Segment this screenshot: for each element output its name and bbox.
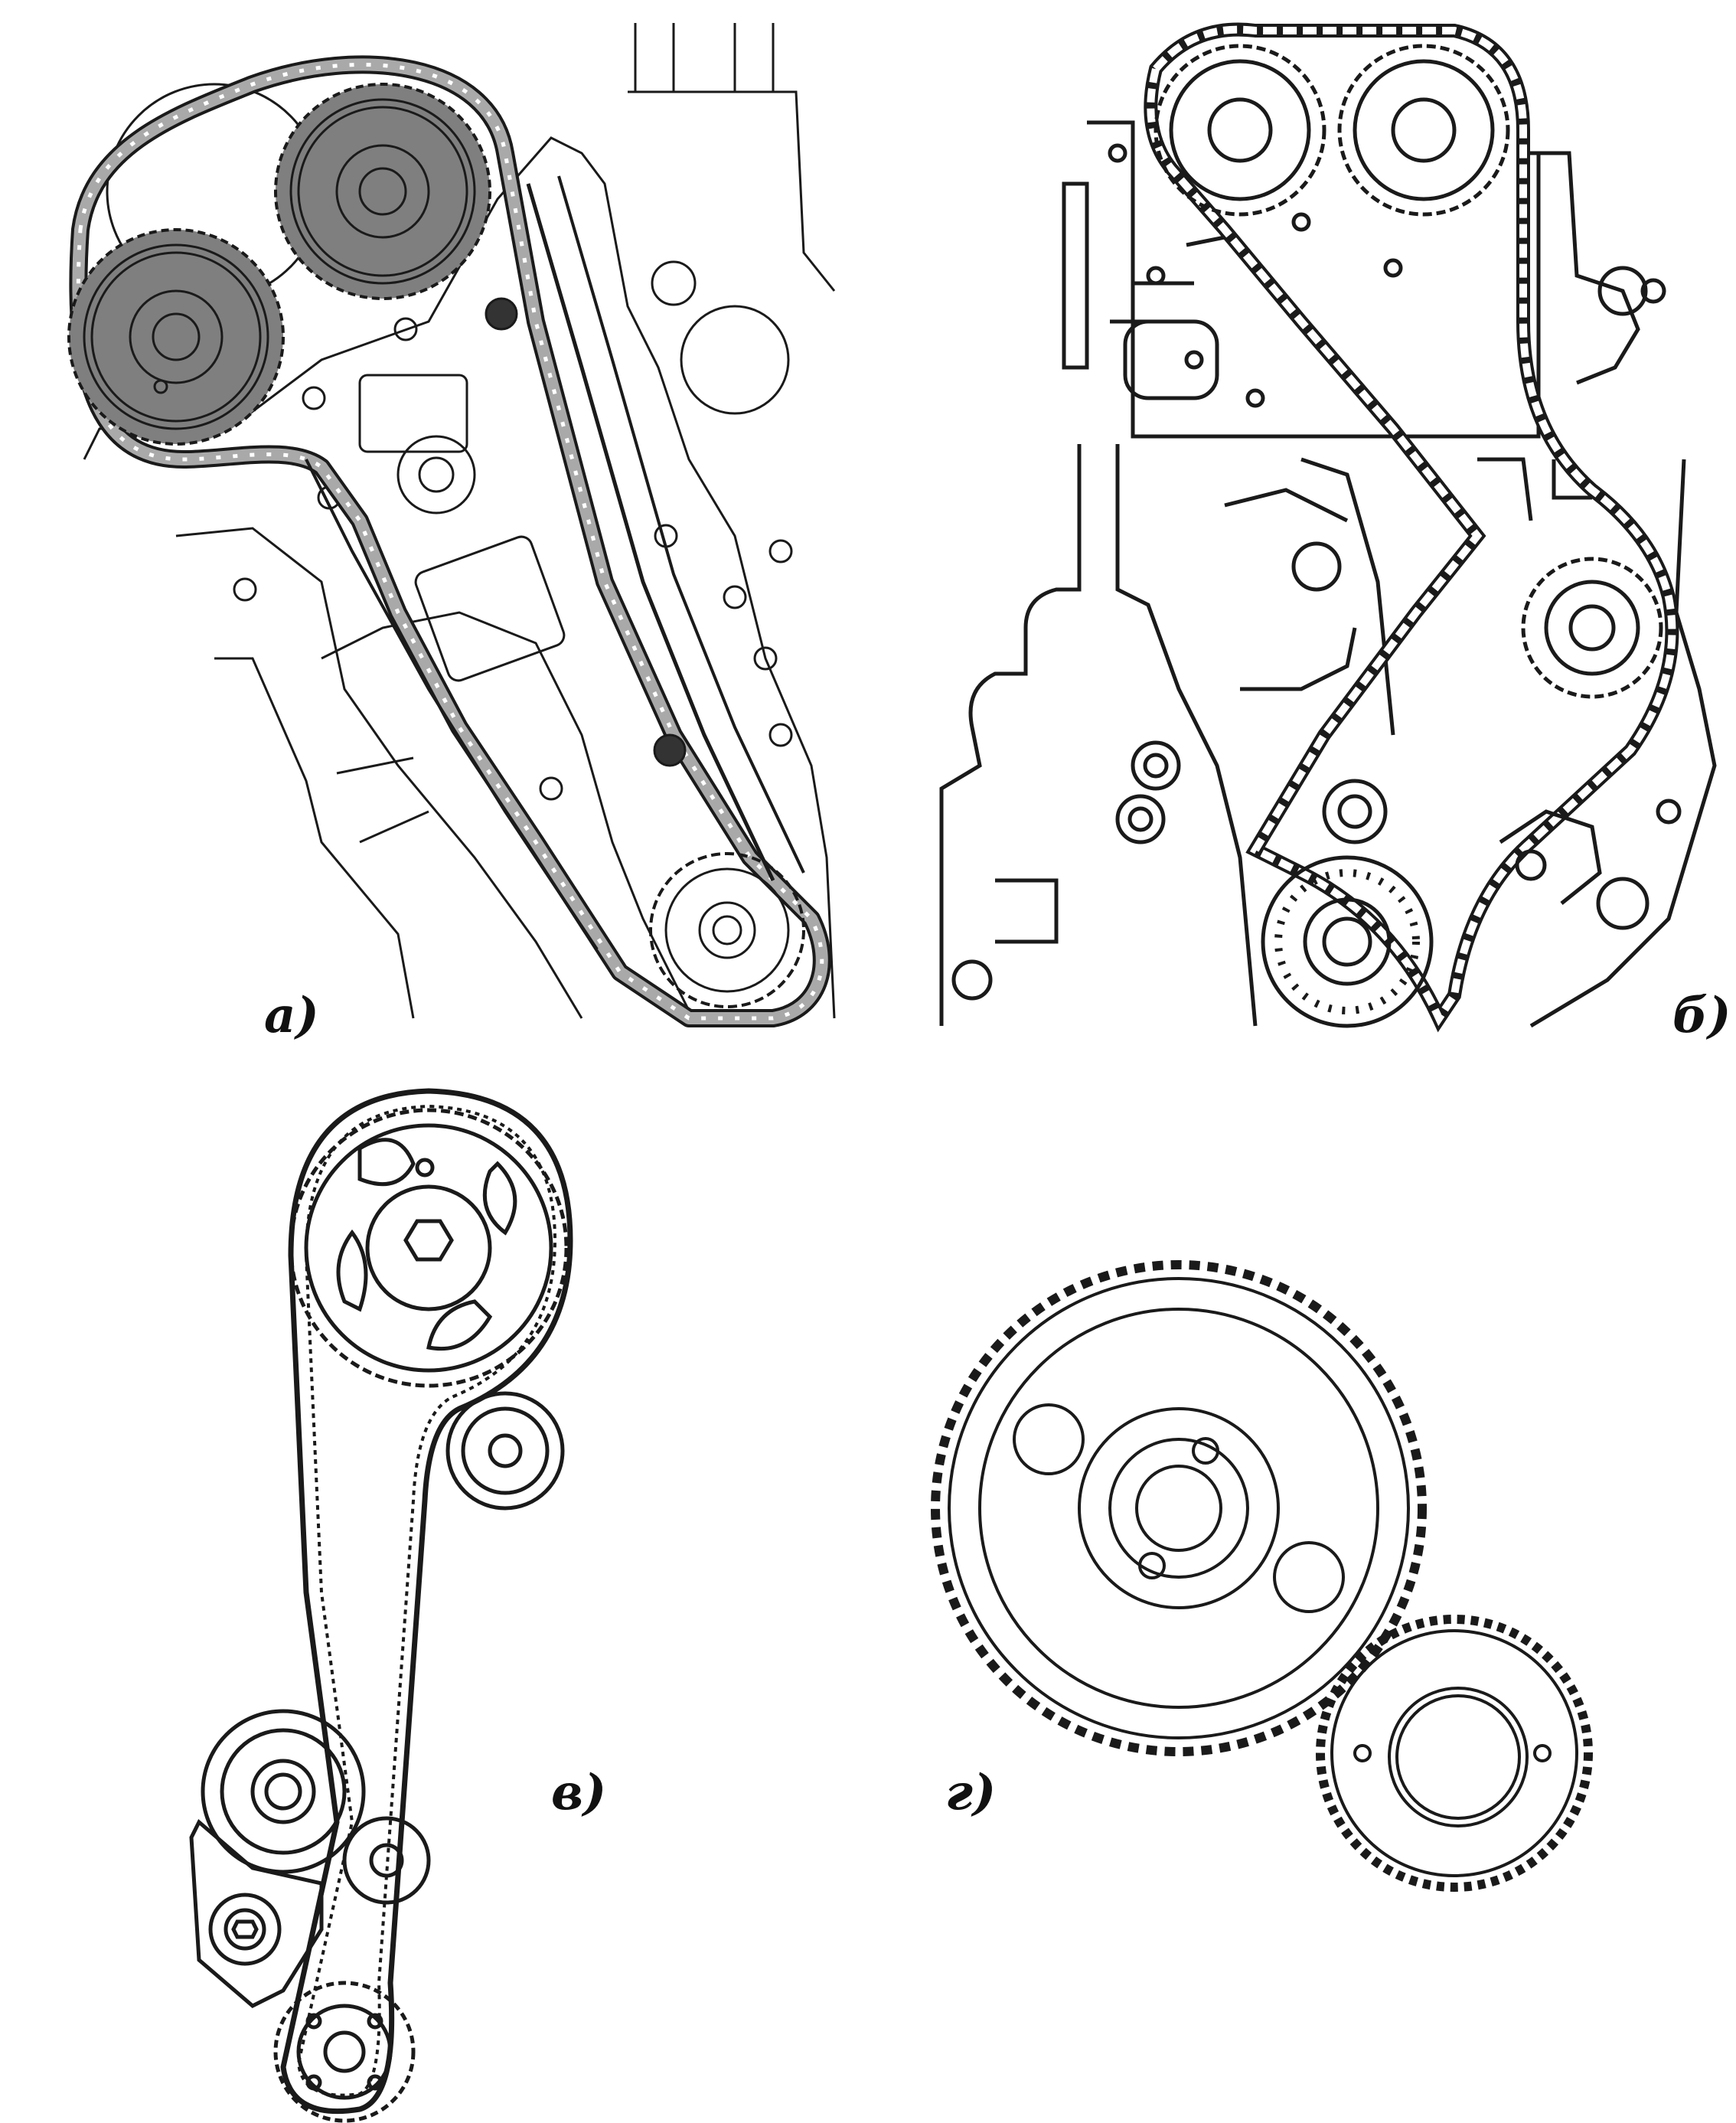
- panel-v-water-pump-pulley: [342, 1816, 431, 1905]
- panel-v-tensioner: [189, 1709, 366, 2008]
- panel-a-engine-block-outline: [83, 23, 836, 1019]
- panel-a-guide-rails: [305, 175, 805, 951]
- panel-a-crankshaft-sprocket: [649, 852, 805, 1008]
- panel-label-v: в): [551, 1764, 607, 1821]
- panel-label-b: б): [1672, 987, 1731, 1044]
- panel-v-idler-pulley: [445, 1391, 565, 1511]
- panel-label-g: г): [945, 1764, 997, 1821]
- panel-v-timing-belt: [280, 1088, 573, 2115]
- panel-a-chain: [69, 55, 831, 1027]
- panel-g-large-gear: [931, 1260, 1427, 1756]
- panel-v-camshaft-pulley: [289, 1108, 569, 1388]
- panel-b-exhaust-camshaft-sprocket: [1337, 44, 1510, 217]
- panel-a-guide-bolts: [485, 297, 687, 767]
- panel-b-crankshaft-sprocket: [1261, 855, 1434, 1028]
- panel-a-right-camshaft-sprocket: [274, 83, 491, 300]
- panel-b-chain: [1144, 22, 1679, 1033]
- panel-b-cylinder-head: [1062, 120, 1666, 439]
- panel-label-a: а): [264, 987, 319, 1044]
- panel-b-chain-tensioner: [1499, 809, 1602, 905]
- panel-a-chain-drive: [67, 23, 836, 1027]
- panel-a-left-camshaft-sprocket: [67, 228, 285, 446]
- panel-b-intake-camshaft-sprocket: [1154, 44, 1326, 217]
- panel-b-engine-block: [939, 444, 1717, 1028]
- panel-g-gear-drive: [931, 1260, 1593, 1892]
- panel-b-idler-sprocket: [1521, 557, 1663, 699]
- panel-g-small-gear: [1316, 1615, 1593, 1892]
- panel-b-chain-drive: [939, 22, 1717, 1033]
- panel-v-belt-drive: [189, 1088, 573, 2123]
- panel-v-crankshaft-pulley: [273, 1981, 416, 2123]
